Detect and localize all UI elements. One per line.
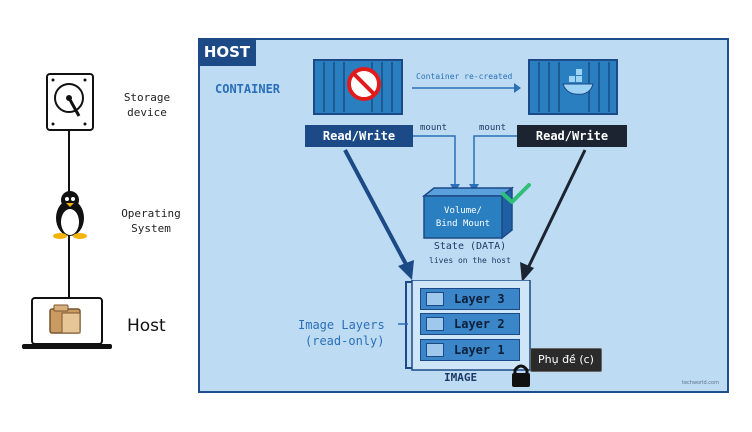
container-label: CONTAINER	[215, 82, 281, 96]
layer-label: Layer 1	[454, 343, 505, 357]
layer-row: Layer 2	[420, 313, 520, 335]
subtitle-tooltip[interactable]: Phụ đề (c)	[530, 348, 602, 372]
mount-right-label: mount	[479, 123, 507, 133]
image-layers-line1: Image Layers	[298, 318, 385, 332]
recreated-label: Container re-created	[416, 72, 513, 81]
laptop-icon	[22, 297, 112, 349]
recreated-arrow	[412, 83, 521, 93]
mount-left-label: mount	[420, 123, 448, 133]
layer-row: Layer 1	[420, 339, 520, 361]
container-recreated-icon	[528, 59, 618, 115]
operating-system-label: Operating System	[121, 207, 181, 235]
watermark: techworld.com	[682, 380, 719, 386]
hard-drive-icon	[46, 73, 94, 131]
checkmark-icon	[501, 183, 531, 204]
read-write-left: Read/Write	[305, 125, 413, 147]
read-write-right: Read/Write	[517, 125, 627, 147]
container-crossed-icon	[313, 59, 403, 115]
layer-label: Layer 3	[454, 292, 505, 306]
layer-row: Layer 3	[420, 288, 520, 310]
image-layers-pointer	[398, 323, 408, 325]
volume-line1: Volume/	[444, 206, 482, 216]
image-layers-line2: (read-only)	[305, 334, 385, 348]
layer-icon	[426, 317, 444, 331]
layer-label: Layer 2	[454, 317, 505, 331]
subtitle-tooltip-text: Phụ đề (c)	[538, 353, 594, 366]
linux-penguin-icon	[53, 191, 87, 239]
storage-device-label: Storage device	[123, 91, 171, 119]
volume-line2: Bind Mount	[435, 219, 491, 229]
layer-icon	[426, 343, 444, 357]
state-line1: State (DATA)	[433, 241, 507, 252]
host-label: Host	[127, 316, 166, 336]
image-label: IMAGE	[444, 371, 478, 384]
state-line2: lives on the host	[429, 256, 511, 265]
host-tag: HOST	[198, 38, 256, 66]
layer-icon	[426, 292, 444, 306]
volume-box	[422, 186, 514, 240]
lock-icon	[512, 364, 530, 387]
